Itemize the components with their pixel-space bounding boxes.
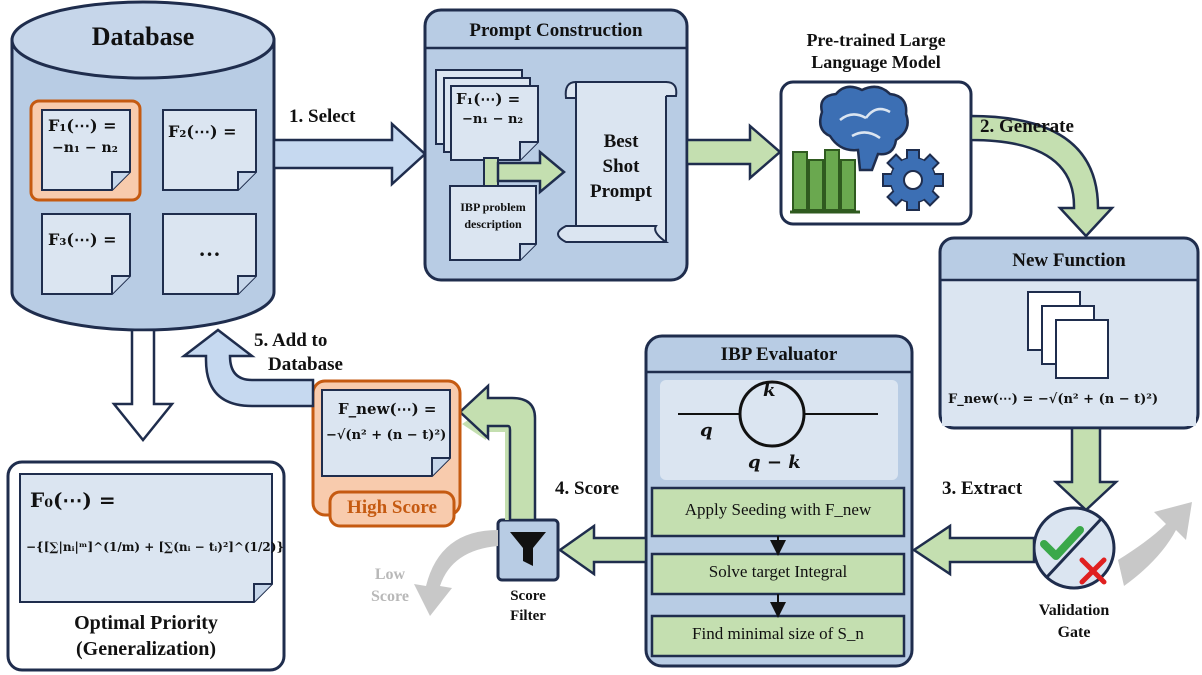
db-card-f2 [162, 109, 257, 191]
new-function-panel [938, 236, 1200, 430]
db-card-more-text: … [198, 236, 221, 261]
best-shot-line3: Prompt [590, 181, 652, 202]
diagram-label-k: k [763, 380, 776, 401]
optimal-label-line2: (Generalization) [76, 638, 216, 660]
step-solve-integral-label: Solve target Integral [708, 562, 848, 581]
step-score-label: 4. Score [555, 478, 620, 499]
to-llm-arrow [685, 123, 782, 181]
high-score-card [311, 379, 462, 528]
best-shot-line1: Best [603, 131, 639, 152]
step-extract-label: 3. Extract [942, 478, 1023, 499]
step-select-label: 1. Select [289, 106, 356, 127]
optimal-formula-line2: −{[∑|nᵢ|ᵐ]^(1/m) + [∑(nᵢ − tᵢ)²]^(1/2)} [26, 540, 285, 554]
new-function-title: New Function [1012, 250, 1126, 271]
db-card-f2-text: F₂(⋯) = [168, 122, 237, 141]
step-solve-integral [650, 552, 906, 596]
prompt-card-line1: F₁(⋯) = [456, 90, 521, 108]
validation-gate [1032, 502, 1192, 590]
llm-label-line2: Language Model [811, 52, 941, 72]
db-card-f3 [41, 213, 131, 295]
add-to-database-arrow [180, 328, 315, 408]
step-generate-label: 2. Generate [980, 116, 1074, 137]
ibp-evaluator-title: IBP Evaluator [720, 344, 838, 365]
llm-box [779, 80, 973, 226]
db-card-more [162, 213, 257, 295]
diagram-label-q-minus-k: q − k [748, 452, 801, 473]
db-card-f1-line1: F₁(⋯) = [48, 116, 117, 135]
score-filter-line2: Filter [510, 608, 546, 624]
step-apply-seeding-label: Apply Seeding with F_new [684, 500, 872, 519]
db-card-f3-text: F₃(⋯) = [48, 230, 117, 249]
high-score-formula-line1: F_new(⋯) = [338, 400, 437, 418]
generate-arrow [969, 114, 1115, 238]
extract-down-arrow [1052, 426, 1120, 512]
check-icon [1040, 526, 1084, 560]
validation-gate-line2: Gate [1057, 624, 1091, 641]
optimal-priority-panel [6, 460, 286, 672]
prompt-construction-title: Prompt Construction [469, 20, 643, 41]
db-card-f1-highlight [29, 99, 142, 202]
validation-gate-line1: Validation [1038, 602, 1110, 619]
best-shot-line2: Shot [602, 156, 640, 177]
select-arrow [272, 121, 427, 187]
optimal-label-line1: Optimal Priority [74, 612, 218, 634]
low-score-line2: Score [371, 588, 409, 605]
new-function-formula: F_new(⋯) = −√(n² + (n − t)²) [948, 392, 1159, 407]
score-arrow [557, 523, 648, 577]
high-score-arrow-outline [458, 383, 537, 522]
step-add-line2: Database [268, 354, 343, 375]
gear-icon [882, 149, 944, 211]
diagram-label-q: q [700, 420, 713, 441]
optimal-formula-line1: F₀(⋯) = [30, 488, 116, 512]
ibp-desc-line2: description [464, 217, 522, 231]
brain-icon [819, 85, 909, 172]
low-score-line1: Low [374, 566, 406, 583]
step-add-line1: 5. Add to [254, 330, 328, 351]
filter-icon [510, 532, 546, 566]
ibp-evaluator-panel [644, 334, 914, 668]
db-card-f1-line2: −n₁ − n₂ [52, 140, 118, 156]
high-score-formula-line2: −√(n² + (n − t)²) [326, 428, 447, 443]
score-filter [496, 518, 560, 582]
step-find-minimal-label: Find minimal size of S_n [692, 624, 864, 643]
extract-arrow [911, 523, 1036, 577]
optimal-down-arrow [111, 328, 175, 442]
low-score-arrow [414, 530, 498, 616]
prompt-card-line2: −n₁ − n₂ [462, 112, 524, 127]
prompt-construction-panel [423, 8, 689, 282]
score-filter-line1: Score [510, 588, 546, 604]
llm-label-line1: Pre-trained Large [806, 30, 946, 50]
cross-icon [1079, 557, 1107, 585]
step-apply-seeding [650, 486, 906, 538]
ibp-desc-line1: IBP problem [460, 200, 526, 214]
high-score-label: High Score [347, 497, 437, 518]
database-title: Database [91, 22, 195, 51]
